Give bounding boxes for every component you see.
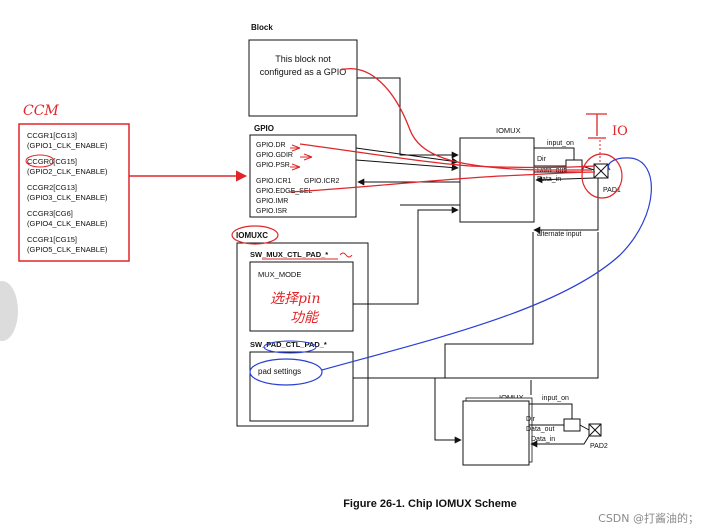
iomux-bottom-dir-label: Dir [526, 416, 536, 423]
pad-settings-label: pad settings [258, 367, 301, 376]
pad-ctl-header: SW_PAD_CTL_PAD_* [250, 340, 327, 349]
iomuxc-title: IOMUXC [236, 231, 268, 240]
iomux-bottom-module: IOMUX input_on Dir Data_out Data_in PAD2 [462, 393, 608, 466]
io-handwritten-label: IO [586, 113, 628, 162]
iomux-bottom-title: IOMUX [499, 393, 524, 402]
ccm-row-3-clk: (GPIO3_CLK_ENABLE) [27, 193, 108, 202]
mux-ctl-header: SW_MUX_CTL_PAD_* [250, 250, 328, 259]
ccm-row-1-clk: (GPIO1_CLK_ENABLE) [27, 141, 108, 150]
block-title: Block [251, 23, 273, 32]
block-box [248, 39, 358, 117]
io-text: IO [612, 124, 628, 139]
ccm-row-2-clk: (GPIO2_CLK_ENABLE) [27, 167, 108, 176]
gpio-isr-label: GPIO.ISR [256, 208, 287, 215]
gpio-psr-label: GPIO.PSR [256, 162, 290, 169]
signal-connectors [353, 77, 599, 444]
mux-note-line2: 功能 [290, 310, 320, 326]
pad-settings-to-pad1-path [321, 157, 652, 371]
gpio-edge-sel-label: GPIO.EDGE_SEL [256, 188, 313, 195]
ccgr0-circle [25, 154, 55, 168]
ccm-clock-group: CCGR1[CG13] (GPIO1_CLK_ENABLE) CCGR0[CG1… [18, 123, 130, 262]
iomux-top-box [459, 137, 535, 223]
gpio-dr-label: GPIO.DR [256, 142, 286, 149]
iomux-top-module: IOMUX input_on Dir Data_out Data_in alte… [459, 126, 621, 238]
iomux-bottom-data-out-label: Data_out [526, 426, 554, 433]
mux-note-line1: 选择pin [270, 291, 320, 307]
pad-ctl-box [249, 351, 354, 422]
gpio-box [249, 134, 357, 218]
gpio-icr2-label: GPIO.ICR2 [304, 178, 340, 185]
gpio-gdir-label: GPIO.GDIR [256, 152, 293, 159]
iomux-top-dir-label: Dir [537, 156, 547, 163]
side-tab[interactable] [0, 281, 18, 341]
pad1-circle [581, 153, 623, 199]
iomux-bottom-input-on-label: input_on [542, 395, 569, 402]
pad-ctl-circle [263, 340, 317, 354]
ccm-handwritten-label: CCM [23, 103, 59, 119]
block-text-line2: configured as a GPIO [260, 67, 347, 77]
ccm-row-5-reg: CCGR1[CG15] [27, 235, 77, 244]
csdn-watermark: CSDN @打酱油的； [598, 511, 699, 525]
ccm-row-5-clk: (GPIO5_CLK_ENABLE) [27, 245, 108, 254]
pad-settings-circle [249, 358, 323, 386]
ccm-row-4-reg: CCGR3[CG6] [27, 209, 73, 218]
red-annotations: CCM IO 选择pin 功能 [23, 68, 628, 326]
iomux-top-title: IOMUX [496, 126, 521, 135]
gpio-icr1-label: GPIO.ICR1 [256, 178, 292, 185]
iomuxc-module: IOMUXC SW_MUX_CTL_PAD_* MUX_MODE SW_PAD_… [236, 231, 369, 427]
iomuxc-outer-box [236, 242, 369, 427]
iomux-bottom-box [462, 400, 530, 466]
blue-annotations [249, 157, 652, 386]
ccm-row-1-reg: CCGR1[CG13] [27, 131, 77, 140]
iomux-top-alternate-input-label: alternate input [537, 231, 581, 238]
ccm-row-2-reg: CCGR0[CG15] [27, 157, 77, 166]
gpio-title: GPIO [254, 124, 274, 133]
iomuxc-circle [231, 225, 279, 245]
iomux-top-input-on-label: input_on [547, 140, 574, 147]
pad2-output-buffer [563, 418, 581, 432]
pad1-label: PAD1 [603, 187, 621, 194]
iomux-bottom-data-in-label: Data_in [531, 436, 555, 443]
block-text-line1: This block not [275, 54, 331, 64]
ccm-row-3-reg: CCGR2[CG13] [27, 183, 77, 192]
gpio-imr-label: GPIO.IMR [256, 198, 288, 205]
ccm-group-box [18, 123, 130, 262]
mux-mode-label: MUX_MODE [258, 270, 301, 279]
pad2-label: PAD2 [590, 443, 608, 450]
ccm-row-4-clk: (GPIO4_CLK_ENABLE) [27, 219, 108, 228]
figure-caption: Figure 26-1. Chip IOMUX Scheme [343, 498, 517, 510]
mux-ctl-box [249, 261, 354, 332]
gpio-module: GPIO GPIO.DR GPIO.GDIR GPIO.PSR GPIO.ICR… [249, 124, 357, 218]
